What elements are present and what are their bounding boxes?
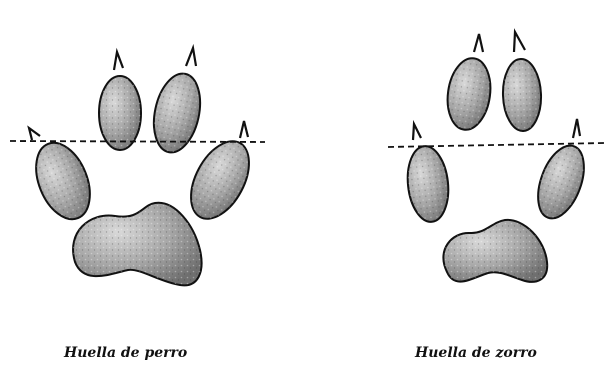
dog-main-pad (73, 203, 202, 286)
dog-claw-top-right (186, 48, 196, 66)
fox-print-caption: Huella de zorro (415, 345, 537, 361)
fox-paw-print (388, 32, 604, 282)
fox-claw-side-right (573, 119, 580, 138)
fox-toe-side-left (404, 124, 452, 224)
fox-toe-top-left (443, 34, 495, 133)
dog-toe-top-left (99, 52, 141, 150)
fox-main-pad (443, 220, 547, 282)
dog-paw-print (10, 48, 265, 285)
fox-toe-side-right (529, 119, 593, 225)
dog-claw-side-left (29, 128, 40, 140)
fox-claw-top-left (474, 34, 483, 52)
dog-claw-side-right (240, 121, 248, 138)
dog-toe-top-right (147, 48, 207, 157)
fox-toe-top-right (502, 32, 542, 132)
dog-print-caption: Huella de perro (64, 345, 187, 361)
dog-claw-top-left (114, 52, 123, 70)
fox-claw-top-right (514, 32, 525, 52)
dog-toe-side-left (26, 128, 100, 227)
fox-claw-side-left (413, 124, 421, 140)
